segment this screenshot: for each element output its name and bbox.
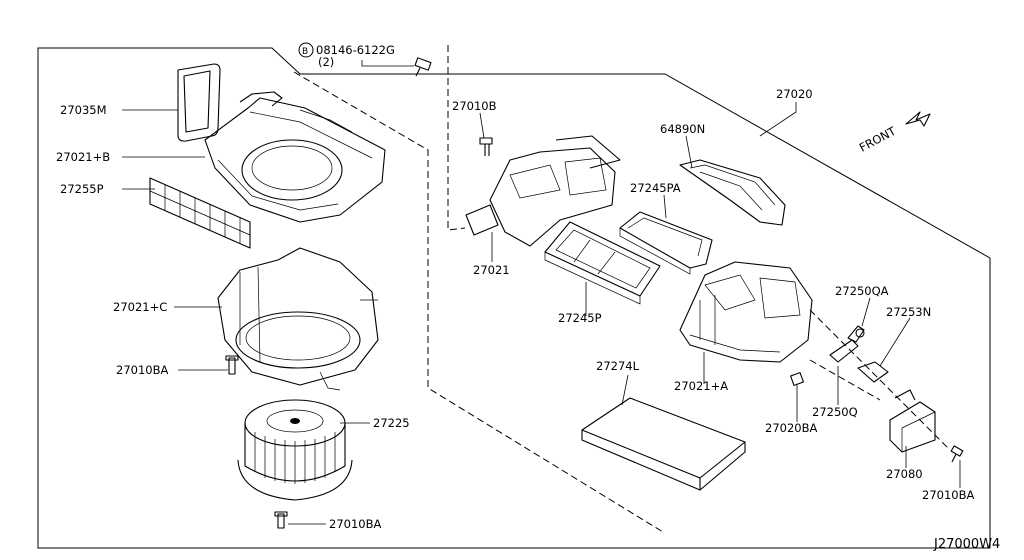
dashed-alignment-right-2	[809, 359, 881, 401]
blower-motor-part	[237, 399, 353, 501]
label-64890N: 64890N	[660, 122, 705, 136]
diagram-code: J27000W4	[933, 537, 1000, 552]
gasket-frame-part	[177, 63, 221, 142]
front-direction-indicator: FRONT	[857, 111, 931, 155]
filter-lower-part	[544, 221, 661, 305]
label-27021-a: 27021+A	[674, 379, 728, 393]
bolt-part	[414, 57, 432, 77]
screw-right	[950, 445, 964, 463]
label-27250QA: 27250QA	[835, 284, 889, 298]
intake-housing-part	[465, 135, 621, 247]
bolt-symbol: B	[302, 47, 308, 57]
label-27253N: 27253N	[886, 305, 931, 319]
filter-upper-part	[619, 211, 713, 275]
motor-actuator-part	[889, 389, 936, 453]
label-27080: 27080	[886, 467, 923, 481]
scroll-housing-part	[217, 247, 379, 391]
label-27021: 27021	[473, 263, 510, 277]
main-case-part	[679, 261, 813, 363]
label-27021-c: 27021+C	[113, 300, 167, 314]
label-27245P: 27245P	[558, 311, 602, 325]
dashed-boundary-bolt	[447, 45, 466, 231]
dashed-alignment-right	[809, 309, 951, 451]
label-27010BA-bottom: 27010BA	[329, 517, 381, 531]
label-27010B: 27010B	[452, 99, 497, 113]
label-27225: 27225	[373, 416, 410, 430]
label-27255P: 27255P	[60, 182, 104, 196]
label-27020: 27020	[776, 87, 813, 101]
label-27245PA: 27245PA	[630, 181, 681, 195]
label-27020BA: 27020BA	[765, 421, 817, 435]
label-quantity-2: (2)	[318, 55, 334, 69]
label-27010BA-left: 27010BA	[116, 363, 168, 377]
label-27035M: 27035M	[60, 103, 107, 117]
front-label: FRONT	[857, 123, 899, 154]
cabin-filter-part	[581, 397, 746, 491]
link-lever-part	[857, 361, 889, 383]
label-27274L: 27274L	[596, 359, 640, 373]
diagram-frame	[37, 47, 991, 549]
dashed-boundary-upper	[293, 71, 664, 533]
screw-center	[479, 137, 493, 156]
bolt-symbol-circle	[298, 42, 314, 58]
actuator-arm-upper	[847, 325, 865, 343]
label-27250Q: 27250Q	[812, 405, 858, 419]
leader-lines	[122, 60, 961, 525]
label-27021-b: 27021+B	[56, 150, 110, 164]
seal-part	[679, 159, 786, 226]
screw-left-mid	[225, 355, 239, 375]
label-27010BA-right: 27010BA	[922, 488, 974, 502]
label-08146-6122G: 08146-6122G	[316, 43, 395, 57]
clip-part	[790, 372, 804, 386]
filter-grille-part	[149, 177, 251, 249]
screw-bottom	[274, 511, 288, 529]
upper-housing-part	[204, 91, 386, 223]
